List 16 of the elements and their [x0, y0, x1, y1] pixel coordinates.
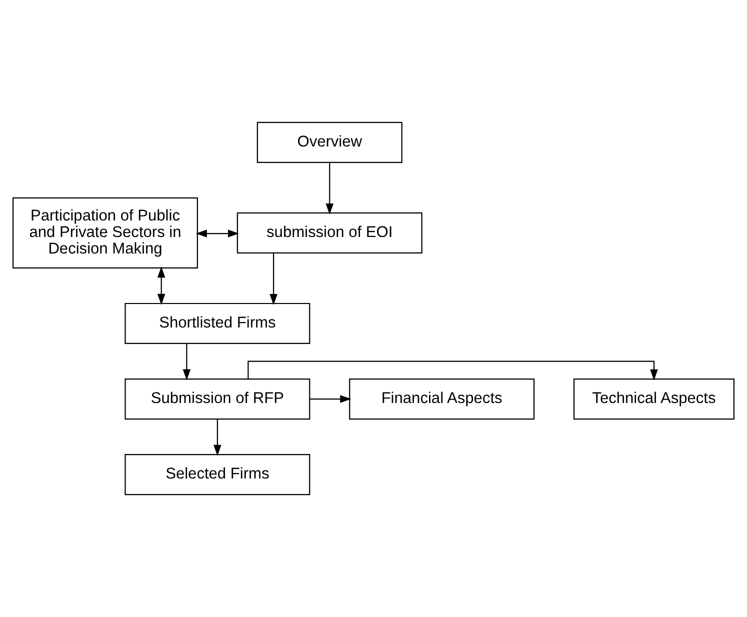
- node-box: Technical Aspects: [573, 378, 734, 420]
- arrow: [196, 230, 240, 238]
- node-box: Financial Aspects: [349, 378, 535, 420]
- node-box: Selected Firms: [124, 454, 310, 496]
- node-box: Participation of Public and Private Sectors in Decision Making: [12, 197, 198, 268]
- arrow: [270, 253, 278, 306]
- node-box: submission of EOI: [236, 212, 422, 254]
- arrow: [157, 266, 166, 306]
- node-box: Overview: [256, 122, 402, 163]
- node-box: Submission of RFP: [124, 378, 310, 420]
- arrow: [310, 395, 352, 403]
- arrow: [326, 162, 334, 215]
- arrow: [214, 419, 222, 456]
- arrow: [248, 360, 658, 380]
- node-box: Shortlisted Firms: [124, 302, 310, 344]
- arrow: [182, 344, 191, 380]
